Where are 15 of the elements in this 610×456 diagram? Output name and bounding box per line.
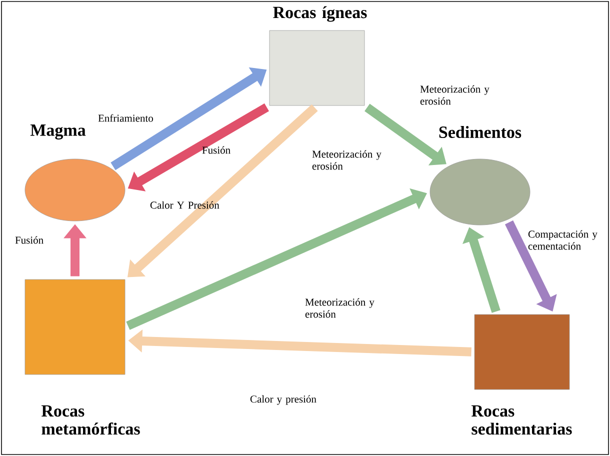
edge-label: Compactación y cementación: [528, 230, 598, 250]
heading: Rocas metamórficas: [42, 405, 140, 435]
edge-label: Meteorización y erosión: [420, 85, 490, 105]
process-label: Meteorización y erosión: [312, 150, 382, 170]
edge-label: Fusión: [15, 236, 44, 244]
edge-label: Calor y presión: [250, 395, 316, 405]
edge-label: Meteorización y erosión: [305, 298, 374, 318]
heading: Rocas sedimentarias: [472, 405, 572, 435]
heading: Sedimentos: [439, 126, 522, 138]
block-arrow: [128, 104, 318, 278]
edge-label: Enfriamiento: [98, 114, 153, 122]
edge-label: Fusión: [202, 146, 230, 154]
heading: Magma: [30, 124, 86, 140]
edge-label: Calor Y Presión: [150, 201, 220, 209]
heading: Rocas ígneas: [273, 6, 367, 22]
